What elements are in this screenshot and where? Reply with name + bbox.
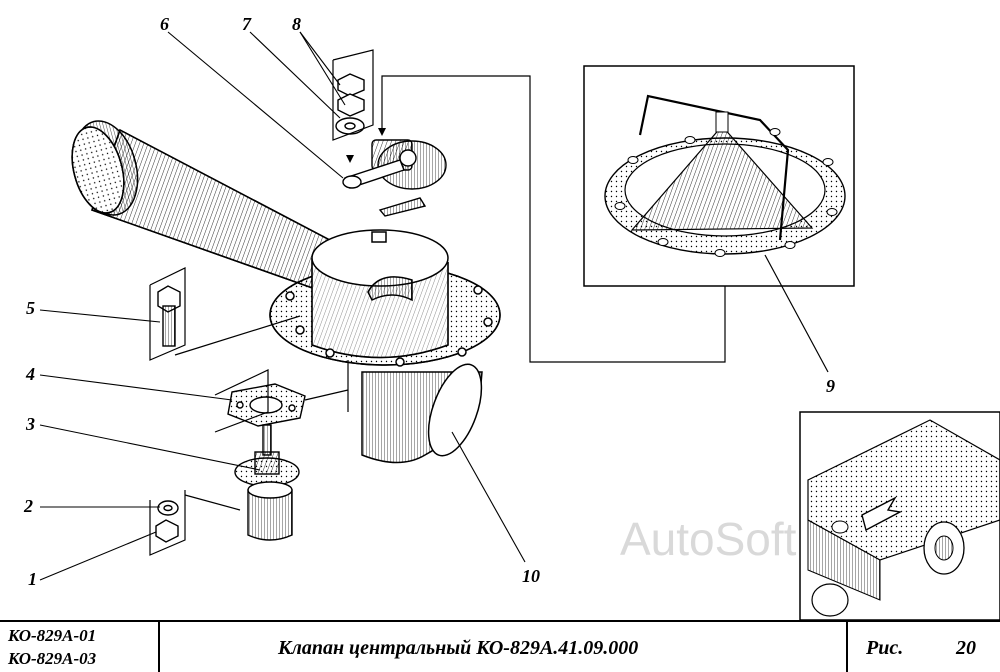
inset-detail-box — [583, 65, 855, 373]
callout-1: 1 — [28, 569, 37, 589]
callout-10: 10 — [522, 566, 540, 586]
watermark: AutoSoft — [620, 513, 797, 565]
figure-label: Рис. — [866, 637, 904, 659]
truck-inset — [799, 411, 1000, 620]
callout-3: 3 — [25, 414, 35, 434]
leader-lines — [39, 31, 526, 581]
callout-5: 5 — [26, 298, 35, 318]
nut-part — [155, 519, 179, 543]
pipe-part — [71, 120, 347, 291]
figure-number: 20 — [956, 637, 976, 659]
model-cell: КО-829А-01 КО-829А-03 — [0, 622, 160, 672]
valve-lever-part — [342, 139, 447, 217]
washer-part — [157, 500, 179, 516]
bolt-part — [157, 285, 181, 347]
nut-stack-part — [335, 73, 365, 135]
valve-body-part — [269, 229, 501, 464]
figure-cell: Рис. 20 — [848, 622, 1000, 672]
title-block: КО-829А-01 КО-829А-03 Клапан центральный… — [0, 620, 1000, 672]
callout-8: 8 — [292, 14, 301, 34]
callout-2: 2 — [23, 496, 33, 516]
title-cell: Клапан центральный КО-829А.41.09.000 — [160, 622, 848, 672]
guide-arrows — [346, 128, 386, 163]
callout-7: 7 — [242, 14, 252, 34]
model-line-1: КО-829А-01 — [8, 626, 97, 645]
actuator-part — [234, 424, 300, 541]
gasket-part — [227, 383, 306, 427]
drawing-title: Клапан центральный КО-829А.41.09.000 — [278, 637, 639, 659]
callout-4: 4 — [25, 364, 35, 384]
exploded-view-drawing: 1 2 3 4 5 6 7 8 9 10 AutoSoft — [23, 14, 1000, 620]
callout-9: 9 — [826, 376, 835, 396]
callout-6: 6 — [160, 14, 169, 34]
assembly-guide-lines — [149, 49, 726, 556]
model-line-2: КО-829А-03 — [8, 649, 97, 668]
